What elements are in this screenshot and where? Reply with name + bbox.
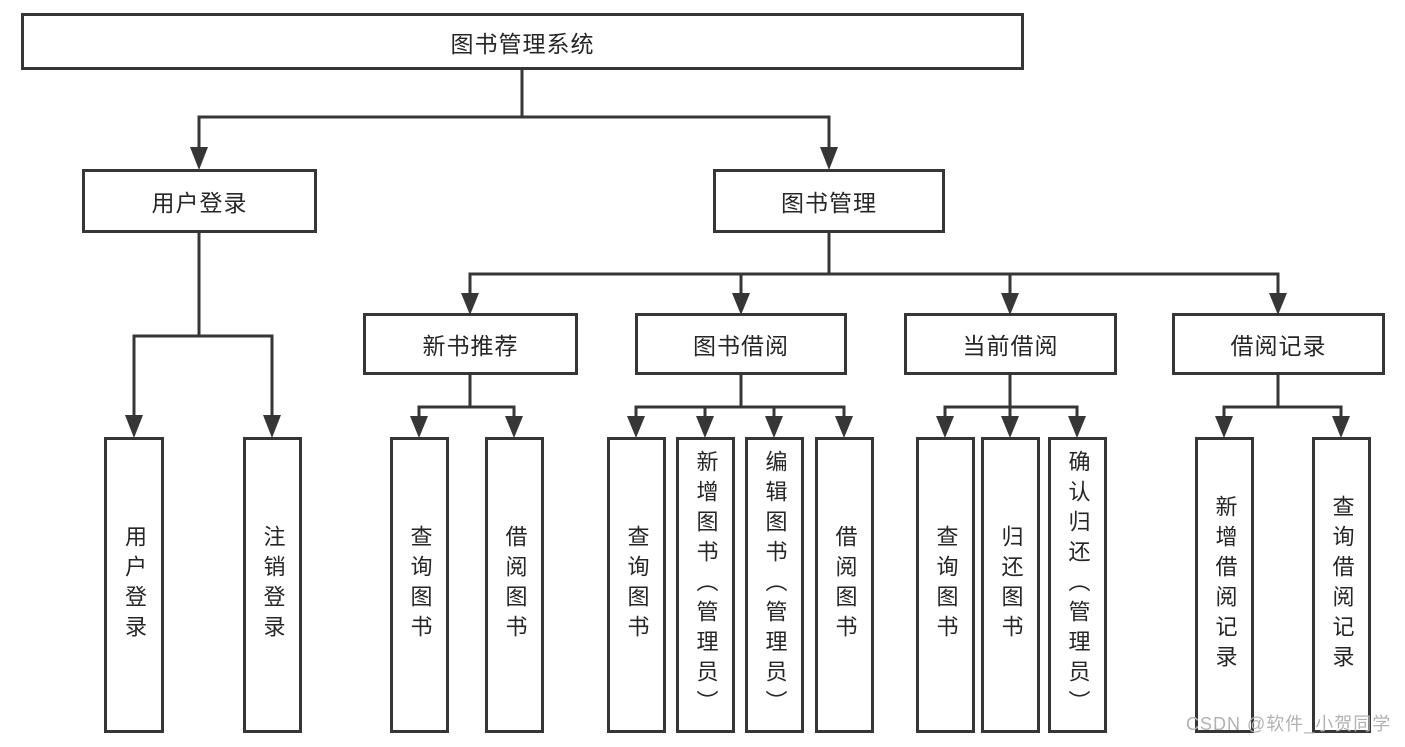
node-book-management: 图书管理 (713, 169, 945, 233)
node-new-book-recommend: 新书推荐 (363, 313, 578, 375)
leaf-add-book-admin: 新增图书（管理员） (676, 437, 735, 733)
arrowheads (125, 147, 1350, 438)
leaf-query-borrow-record: 查询借阅记录 (1312, 437, 1371, 733)
leaf-user-login: 用户登录 (104, 437, 164, 733)
leaf-return-book: 归还图书 (981, 437, 1040, 733)
leaf-query-books-borrow: 查询图书 (607, 437, 666, 733)
leaf-confirm-return-admin: 确认归还（管理员） (1048, 437, 1107, 733)
leaf-edit-book-admin: 编辑图书（管理员） (745, 437, 804, 733)
node-book-borrowing: 图书借阅 (635, 313, 847, 375)
leaf-borrow-books-borrow: 借阅图书 (815, 437, 874, 733)
node-borrowing-records: 借阅记录 (1172, 313, 1385, 375)
node-user-login: 用户登录 (82, 169, 317, 233)
node-library-system: 图书管理系统 (21, 13, 1024, 70)
leaf-logout: 注销登录 (243, 437, 302, 733)
leaf-borrow-books-recommend: 借阅图书 (485, 437, 544, 733)
leaf-query-books-current: 查询图书 (916, 437, 975, 733)
node-current-borrowing: 当前借阅 (904, 313, 1117, 375)
leaf-add-borrow-record: 新增借阅记录 (1195, 437, 1254, 733)
csdn-watermark: CSDN @软件_小贺同学 (1186, 714, 1392, 734)
leaf-query-books-recommend: 查询图书 (390, 437, 449, 733)
